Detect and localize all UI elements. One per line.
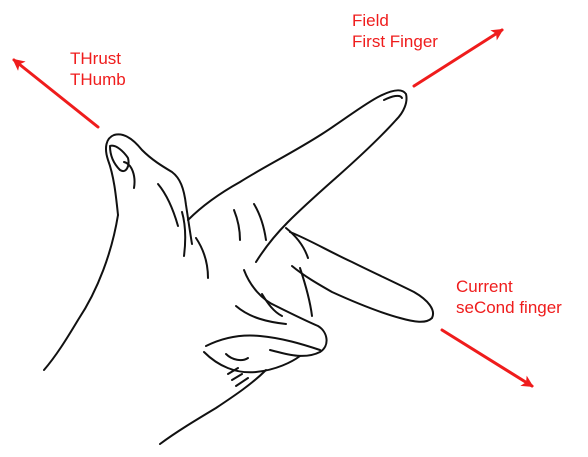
thumb-crease <box>158 184 178 226</box>
folded-nail <box>226 354 248 360</box>
knuckle-stroke-3 <box>234 210 240 240</box>
first-finger-tip <box>384 96 402 100</box>
field-label-line1: Field <box>352 10 438 31</box>
thrust-label-line2: THumb <box>70 69 126 90</box>
field-first-finger-label: Field First Finger <box>352 10 438 52</box>
current-arrow <box>442 330 532 386</box>
first-finger-outline <box>188 90 407 262</box>
thumb-outline <box>106 134 192 244</box>
thumb-crease-2 <box>182 212 185 256</box>
folded-finger-1 <box>244 270 327 356</box>
wrist-left-outline <box>44 215 118 370</box>
thumb-inner-stroke <box>124 162 135 188</box>
folded-finger-2 <box>206 335 320 350</box>
current-second-finger-label: Current seCond finger <box>456 276 562 318</box>
current-label-line1: Current <box>456 276 562 297</box>
thrust-thumb-label: THrust THumb <box>70 48 126 90</box>
thumb-tip-outline <box>110 146 129 171</box>
wrist-bottom-outline <box>160 370 266 444</box>
thrust-label-line1: THrust <box>70 48 126 69</box>
hand-outline <box>44 90 433 444</box>
knuckle-stroke-2 <box>196 238 208 278</box>
folded-finger-3 <box>204 352 300 372</box>
field-label-line2: First Finger <box>352 31 438 52</box>
current-label-line2: seCond finger <box>456 297 562 318</box>
knuckle-stroke-1 <box>254 204 266 240</box>
